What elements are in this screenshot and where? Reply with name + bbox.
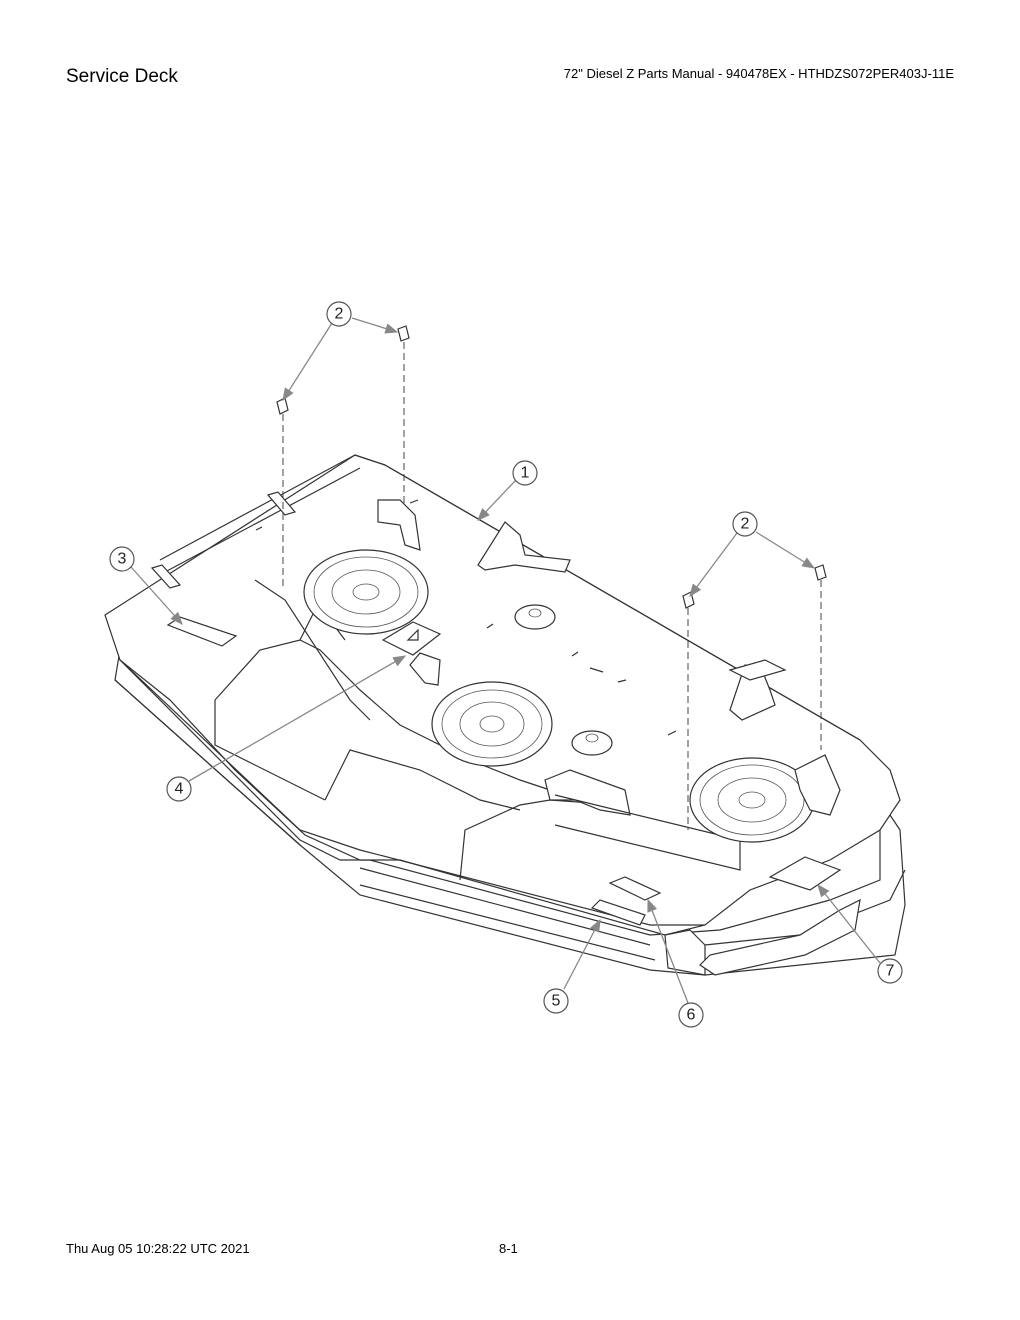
svg-text:2: 2: [335, 306, 344, 323]
callout-5: 5: [543, 988, 569, 1014]
deck-slots: [255, 499, 677, 736]
footer-timestamp: Thu Aug 05 10:28:22 UTC 2021: [66, 1241, 250, 1256]
callout-6: 6: [678, 1002, 704, 1028]
svg-text:3: 3: [118, 551, 127, 568]
manual-title: 72" Diesel Z Parts Manual - 940478EX - H…: [563, 66, 954, 81]
page-number: 8-1: [499, 1241, 518, 1256]
callout-2a: 2: [326, 301, 352, 327]
spindle-center: [431, 681, 553, 767]
idler-pulleys: [514, 604, 613, 756]
svg-text:5: 5: [552, 993, 561, 1010]
deck-brackets: [150, 491, 861, 976]
svg-text:7: 7: [886, 963, 895, 980]
section-title: Service Deck: [66, 66, 178, 87]
svg-text:1: 1: [521, 465, 530, 482]
callout-2b: 2: [732, 511, 758, 537]
callout-4: 4: [166, 776, 192, 802]
deck-baffle: [214, 579, 741, 881]
assembly-lines: [282, 342, 822, 830]
svg-text:2: 2: [741, 516, 750, 533]
svg-text:4: 4: [175, 781, 184, 798]
leader-lines: [130, 317, 881, 1004]
spindle-left: [303, 549, 429, 635]
callout-7: 7: [877, 958, 903, 984]
callout-1: 1: [512, 460, 538, 486]
callout-3: 3: [109, 546, 135, 572]
clip-parts: [276, 325, 827, 609]
decals: [166, 616, 842, 926]
svg-text:6: 6: [687, 1007, 696, 1024]
spindle-right: [689, 757, 815, 843]
